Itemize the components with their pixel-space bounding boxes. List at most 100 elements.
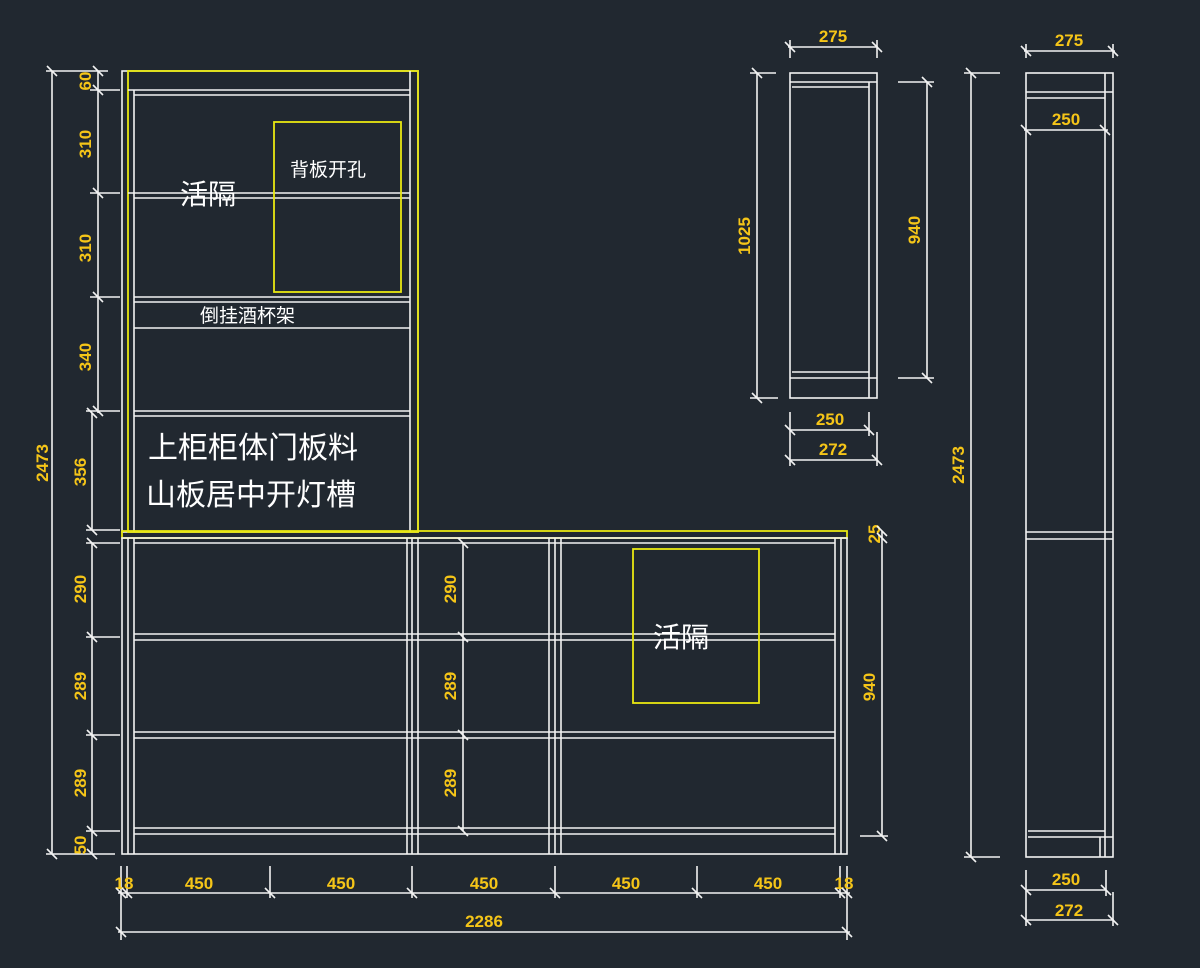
dimension-tick	[784, 454, 796, 466]
dimension-tick	[92, 187, 104, 199]
lower-cabinet	[121, 537, 848, 855]
dimension-tick	[691, 887, 703, 899]
dimension-tick	[86, 524, 98, 536]
height-label: 289	[441, 672, 460, 700]
dimension-tick	[115, 887, 127, 899]
dimension-tick	[921, 372, 933, 384]
dimension-tick	[841, 887, 853, 899]
side-view-full	[964, 44, 1115, 926]
height-label: 290	[71, 575, 90, 603]
dimension-tick	[1020, 45, 1032, 57]
dimension-tick	[871, 454, 883, 466]
width-label: 18	[115, 874, 134, 893]
lower-height-label: 940	[860, 673, 879, 701]
dimension-tick	[751, 67, 763, 79]
dimension-tick	[115, 926, 127, 938]
side-upper-inner-height: 940	[905, 216, 924, 244]
dimension-tick	[1100, 884, 1112, 896]
width-label: 450	[185, 874, 213, 893]
dimension-tick	[457, 631, 469, 643]
dimension-tick	[751, 392, 763, 404]
middle-dimension-lines: 290 289 289	[441, 543, 464, 831]
dimension-tick	[264, 887, 276, 899]
left-dimension-labels: 2473 60 310 310 340 356 290 289 289 50	[33, 72, 95, 855]
width-label: 450	[470, 874, 498, 893]
upper-cabinet-door-material	[127, 70, 419, 533]
dimension-tick	[457, 825, 469, 837]
dimension-tick	[1020, 914, 1032, 926]
height-label: 310	[76, 234, 95, 262]
dimension-tick	[86, 407, 98, 419]
dimension-tick	[876, 532, 888, 544]
side-upper-top-width: 275	[819, 27, 847, 46]
dimension-tick	[92, 405, 104, 417]
hanging-glass-rack-label: 倒挂酒杯架	[200, 305, 295, 327]
dimension-tick	[876, 830, 888, 842]
back-panel-hole	[273, 121, 402, 293]
dimension-tick	[457, 537, 469, 549]
dimension-tick	[1020, 884, 1032, 896]
right-dimension-lines: 25 940	[860, 525, 888, 837]
overall-height-label: 2473	[33, 444, 52, 482]
width-label: 450	[612, 874, 640, 893]
dimension-tick	[876, 525, 888, 537]
side-upper-inner-depth: 250	[816, 410, 844, 429]
upper-adjustable-shelf-label: 活隔	[180, 178, 236, 211]
height-label: 310	[76, 130, 95, 158]
dimension-tick	[1107, 45, 1119, 57]
dimension-tick	[46, 65, 58, 77]
lower-adjustable-shelf-label: 活隔	[653, 621, 709, 654]
height-label: 60	[76, 72, 95, 91]
dimension-tick	[457, 729, 469, 741]
height-label: 289	[71, 769, 90, 797]
dimension-tick	[921, 76, 933, 88]
height-label: 340	[76, 343, 95, 371]
width-label: 450	[754, 874, 782, 893]
dimension-tick	[834, 887, 846, 899]
dimension-tick	[965, 67, 977, 79]
height-label: 289	[71, 672, 90, 700]
side-full-inner-depth: 250	[1052, 870, 1080, 889]
dimension-tick	[871, 41, 883, 53]
dimension-tick	[86, 537, 98, 549]
dimension-tick	[92, 65, 104, 77]
height-label: 289	[441, 769, 460, 797]
dimension-tick	[121, 887, 133, 899]
dimension-tick	[784, 424, 796, 436]
upper-cabinet	[121, 70, 419, 533]
lower-adjustable-shelf-box	[632, 548, 760, 704]
side-full-top-width: 275	[1055, 31, 1083, 50]
dimension-tick	[86, 729, 98, 741]
dimension-tick	[863, 424, 875, 436]
dimension-tick	[549, 887, 561, 899]
material-note-line-1: 上柜柜体门板料	[148, 431, 358, 466]
overall-width-label: 2286	[465, 912, 503, 931]
side-full-overall-height: 2473	[949, 446, 968, 484]
dimension-tick	[92, 291, 104, 303]
width-label: 450	[327, 874, 355, 893]
dimension-tick	[965, 851, 977, 863]
dimension-tick	[86, 631, 98, 643]
dimension-tick	[86, 848, 98, 860]
side-full-inner-width: 250	[1052, 110, 1080, 129]
side-upper-overall-height: 1025	[735, 217, 754, 255]
dimension-tick	[784, 41, 796, 53]
width-label: 18	[835, 874, 854, 893]
height-label: 290	[441, 575, 460, 603]
back-panel-hole-label: 背板开孔	[290, 159, 366, 181]
bottom-dimension-labels: 18 450 450 450 450 450 18 2286	[115, 874, 854, 931]
height-label: 50	[71, 836, 90, 855]
side-upper-bottom-depth: 272	[819, 440, 847, 459]
dimension-tick	[1099, 124, 1111, 136]
dimension-tick	[406, 887, 418, 899]
countertop-thickness-label: 25	[865, 525, 884, 544]
dimension-tick	[1020, 124, 1032, 136]
dimension-tick	[92, 84, 104, 96]
dimension-tick	[841, 926, 853, 938]
side-view-upper	[750, 40, 934, 466]
dimension-tick	[1107, 914, 1119, 926]
dimension-tick	[86, 825, 98, 837]
dimension-tick	[46, 848, 58, 860]
height-label: 356	[71, 458, 90, 486]
